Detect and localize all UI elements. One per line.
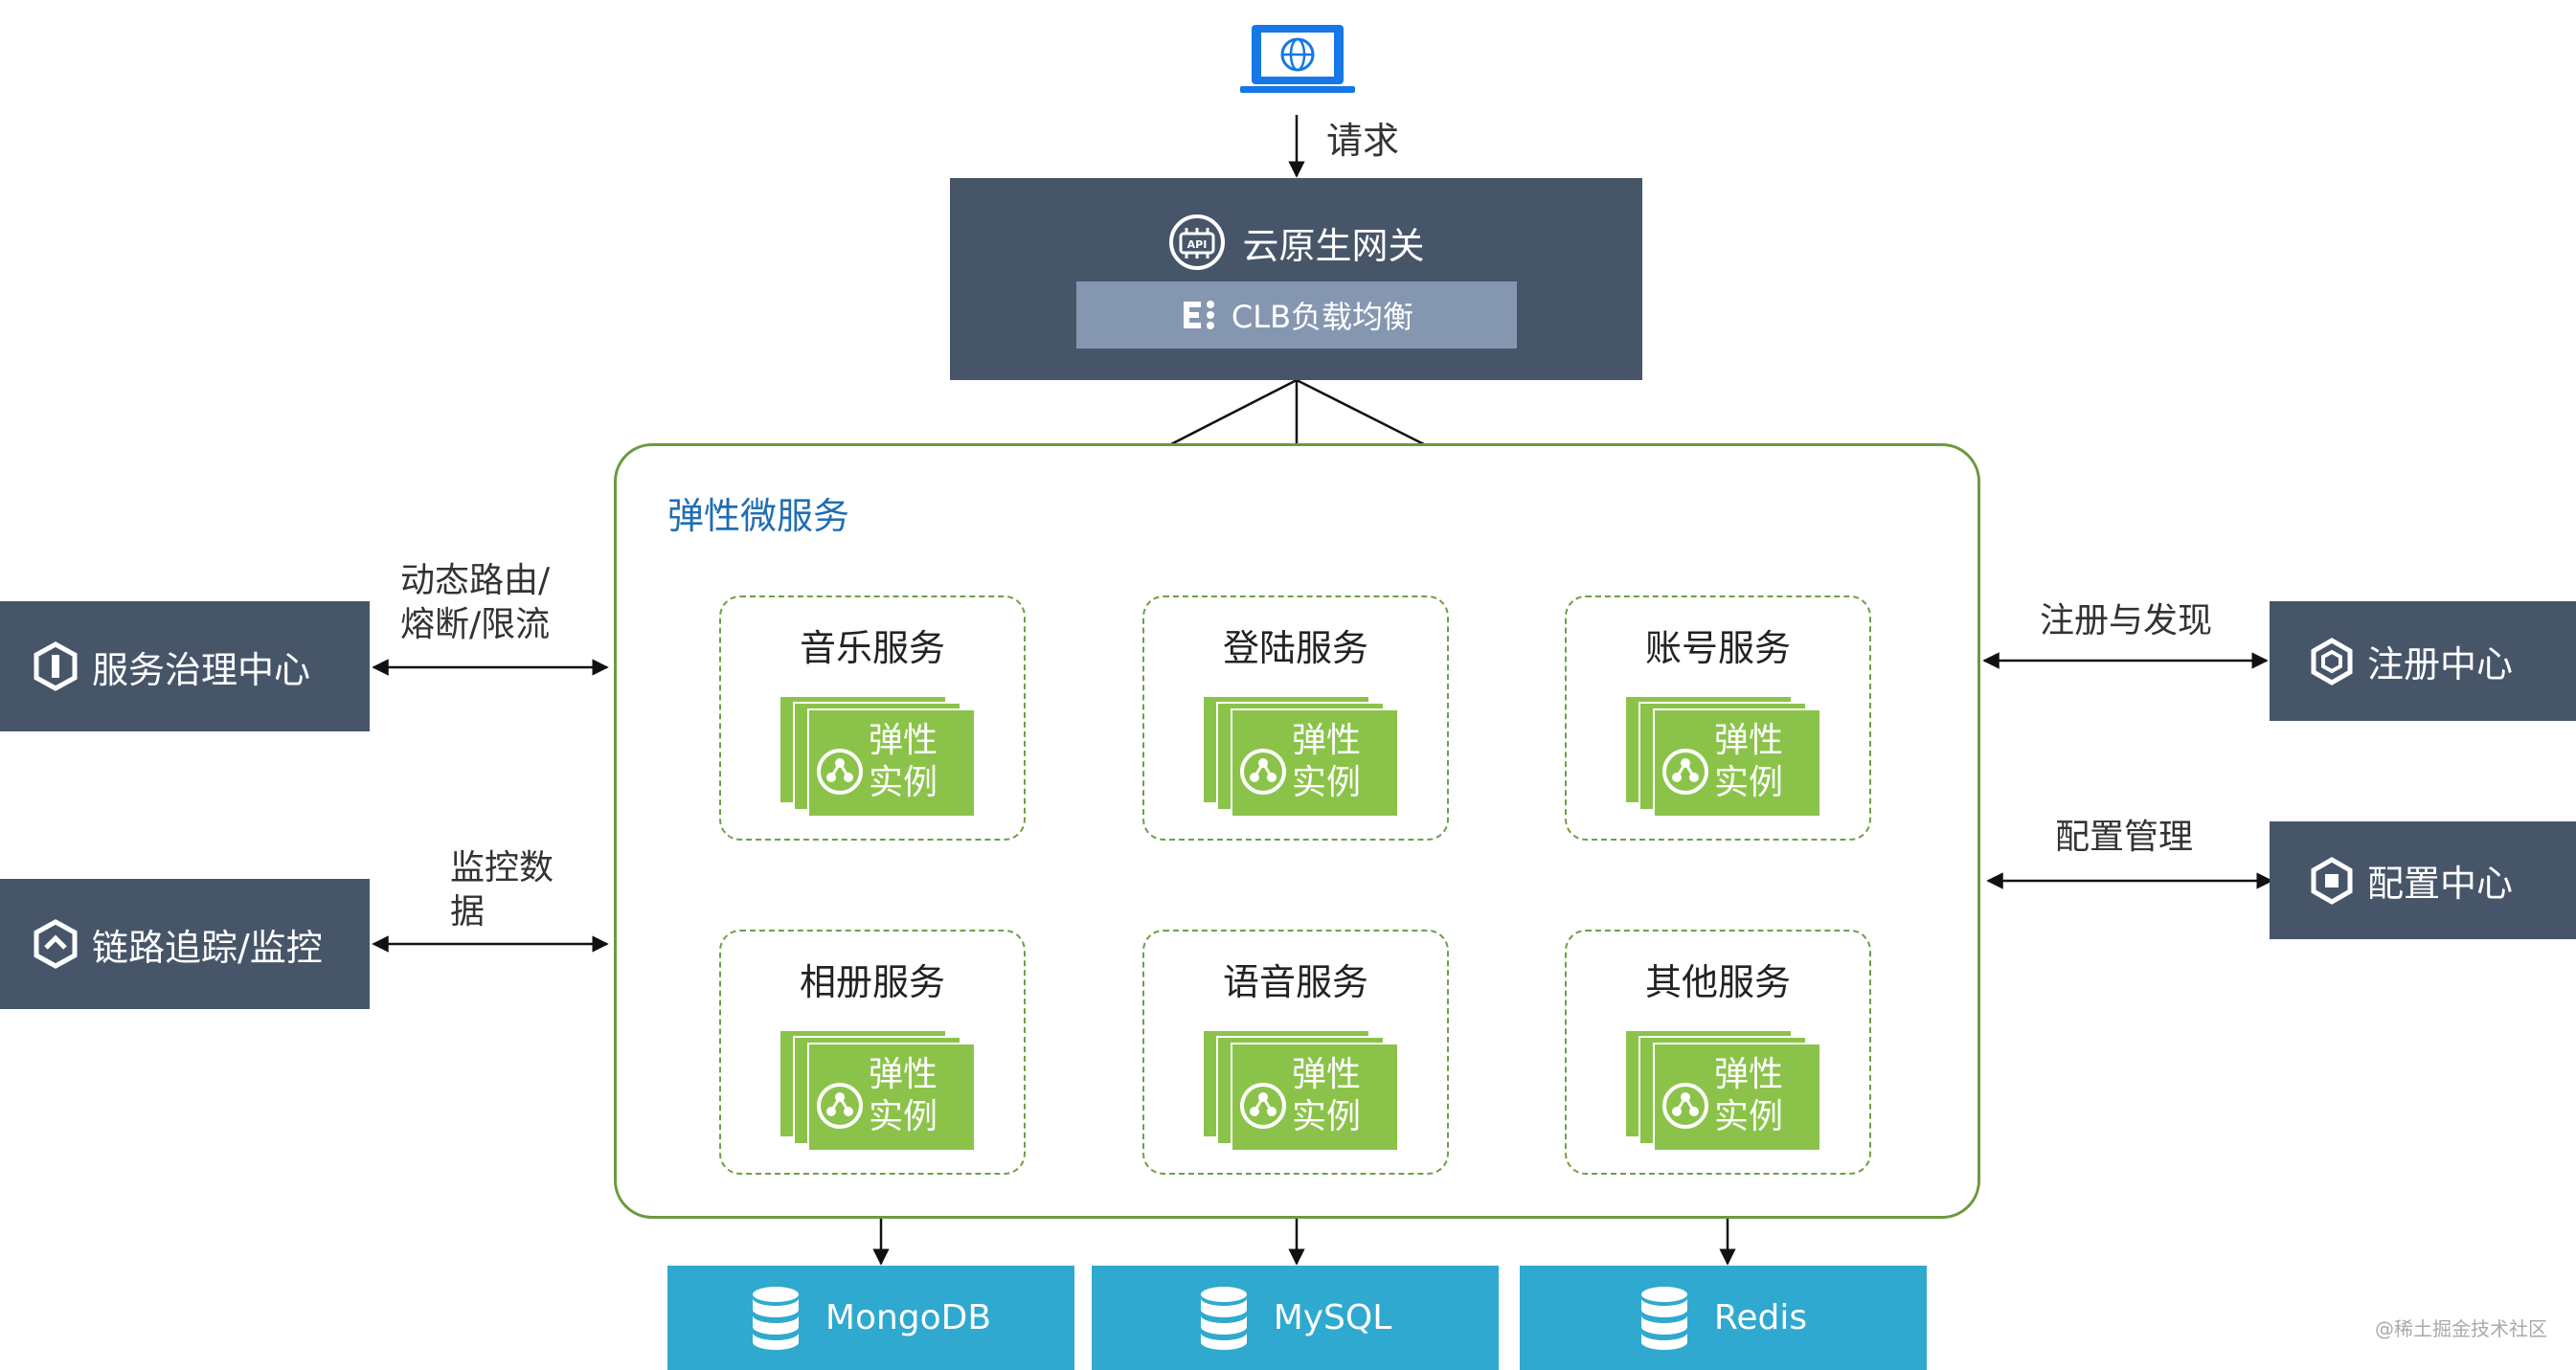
- api-gateway-icon: API: [1169, 214, 1226, 270]
- service-box: 语音服务弹性实例: [1142, 930, 1449, 1175]
- instance-label-line-1: 弹性: [1292, 1055, 1362, 1094]
- instance-label: 弹性实例: [869, 720, 972, 804]
- elastic-instance-stack: 弹性实例: [779, 695, 976, 818]
- registry-center-panel: 注册中心: [2270, 601, 2576, 721]
- config-edge-label: 配置管理: [2055, 818, 2194, 857]
- registry-icon: [2311, 637, 2353, 685]
- svg-text:API: API: [1187, 238, 1208, 251]
- service-box: 账号服务弹性实例: [1565, 595, 1871, 841]
- governance-edge-label: 动态路由/ 熔断/限流: [400, 559, 550, 647]
- service-box: 登陆服务弹性实例: [1142, 595, 1449, 841]
- tracing-edge-line-2: 据: [450, 892, 486, 932]
- request-label: 请求: [1326, 120, 1400, 162]
- cloud-native-gateway: API 云原生网关 CLB负载均衡: [950, 178, 1642, 380]
- instance-label: 弹性实例: [1292, 720, 1395, 804]
- instance-label-line-2: 实例: [1714, 763, 1784, 802]
- mongodb-label: MongoDB: [825, 1298, 992, 1337]
- service-box: 相册服务弹性实例: [719, 930, 1026, 1175]
- instance-label-line-1: 弹性: [1714, 721, 1784, 760]
- tracing-monitoring-panel: 链路追踪/监控: [0, 879, 370, 1009]
- instance-label: 弹性实例: [1714, 720, 1818, 804]
- elastic-instance-stack: 弹性实例: [1202, 1029, 1399, 1152]
- elastic-instance-stack: 弹性实例: [1624, 695, 1821, 818]
- instance-label-line-2: 实例: [1292, 1097, 1362, 1136]
- instance-label-line-2: 实例: [1292, 763, 1362, 802]
- governance-label: 服务治理中心: [92, 648, 311, 691]
- instance-card: 弹性实例: [1231, 1043, 1399, 1152]
- instance-label-line-2: 实例: [1714, 1097, 1784, 1136]
- cluster-title: 弹性微服务: [667, 495, 850, 537]
- service-name: 其他服务: [1644, 961, 1791, 1003]
- load-balancer-icon: [1183, 301, 1214, 329]
- database-icon: [1200, 1286, 1247, 1350]
- redis-label: Redis: [1713, 1298, 1808, 1337]
- instance-card: 弹性实例: [807, 708, 976, 818]
- clb-load-balancer: CLB负载均衡: [1076, 281, 1517, 348]
- instance-card: 弹性实例: [1653, 1043, 1821, 1152]
- elastic-instance-stack: 弹性实例: [779, 1029, 976, 1152]
- instance-label-line-1: 弹性: [1292, 721, 1362, 760]
- registry-label: 注册中心: [2367, 643, 2514, 685]
- service-box: 音乐服务弹性实例: [719, 595, 1026, 841]
- watermark: @稀土掘金技术社区: [2375, 1317, 2547, 1340]
- elastic-instance-icon: [817, 749, 863, 795]
- governance-edge-line-1: 动态路由/: [400, 561, 551, 600]
- elastic-instance-icon: [1240, 749, 1286, 795]
- service-name: 语音服务: [1222, 961, 1368, 1003]
- governance-edge-line-2: 熔断/限流: [400, 605, 551, 644]
- service-name: 登陆服务: [1222, 627, 1368, 669]
- instance-card: 弹性实例: [1653, 708, 1821, 818]
- service-name: 相册服务: [799, 961, 945, 1003]
- database-icon: [752, 1286, 799, 1350]
- service-governance-panel: 服务治理中心: [0, 601, 370, 731]
- redis-database: Redis: [1520, 1266, 1927, 1370]
- elastic-instance-icon: [1240, 1083, 1286, 1129]
- elastic-instance-icon: [1662, 1083, 1708, 1129]
- tracing-icon: [34, 919, 78, 969]
- gateway-title: 云原生网关: [1242, 224, 1425, 267]
- instance-label-line-1: 弹性: [869, 721, 938, 760]
- clb-label: CLB负载均衡: [1231, 299, 1414, 335]
- instance-label-line-2: 实例: [869, 763, 938, 802]
- instance-label-line-1: 弹性: [869, 1055, 938, 1094]
- instance-card: 弹性实例: [807, 1043, 976, 1152]
- config-center-panel: 配置中心: [2270, 821, 2576, 939]
- mongodb-database: MongoDB: [667, 1266, 1074, 1370]
- laptop-globe-icon: [1240, 25, 1355, 93]
- instance-label-line-1: 弹性: [1714, 1055, 1784, 1094]
- elastic-instance-icon: [817, 1083, 863, 1129]
- instance-label: 弹性实例: [1292, 1054, 1395, 1138]
- registry-edge-label: 注册与发现: [2040, 601, 2213, 640]
- database-icon: [1640, 1286, 1687, 1350]
- mysql-database: MySQL: [1092, 1266, 1499, 1370]
- mysql-label: MySQL: [1273, 1298, 1392, 1337]
- instance-label-line-2: 实例: [869, 1097, 938, 1136]
- config-label: 配置中心: [2367, 863, 2514, 905]
- gateway-header: API 云原生网关: [950, 209, 1642, 276]
- instance-card: 弹性实例: [1231, 708, 1399, 818]
- instance-label: 弹性实例: [1714, 1054, 1818, 1138]
- tracing-label: 链路追踪/监控: [92, 926, 323, 969]
- elastic-instance-stack: 弹性实例: [1624, 1029, 1821, 1152]
- tracing-edge-label: 监控数 据: [450, 846, 554, 934]
- service-name: 音乐服务: [799, 627, 945, 669]
- service-name: 账号服务: [1644, 627, 1791, 669]
- elastic-instance-stack: 弹性实例: [1202, 695, 1399, 818]
- config-icon: [2311, 856, 2353, 905]
- tracing-edge-line-1: 监控数: [450, 848, 554, 887]
- service-box: 其他服务弹性实例: [1565, 930, 1871, 1175]
- instance-label: 弹性实例: [869, 1054, 972, 1138]
- elastic-instance-icon: [1662, 749, 1708, 795]
- governance-icon: [34, 641, 78, 691]
